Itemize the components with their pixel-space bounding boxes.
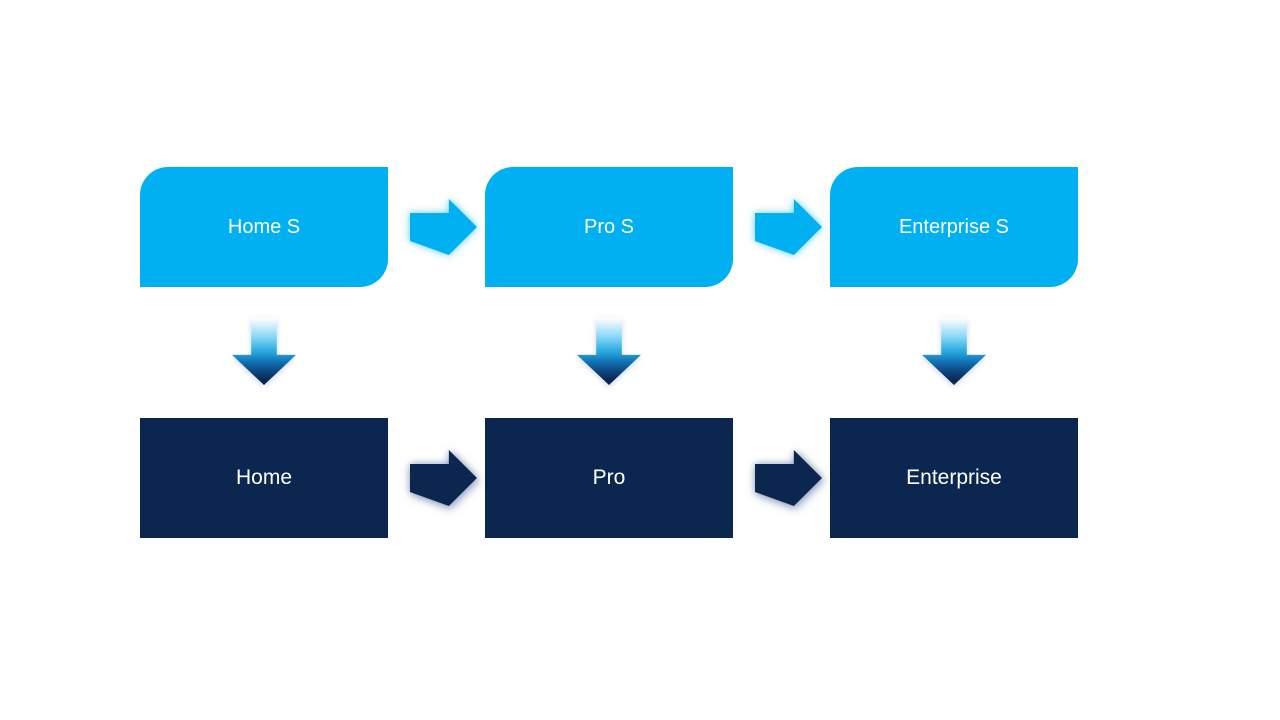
stage-label: Pro bbox=[592, 466, 626, 489]
stage-box-enterprise-s: Enterprise S bbox=[830, 167, 1078, 287]
right-arrow-shape bbox=[410, 199, 477, 255]
right-arrow-shape bbox=[755, 450, 822, 506]
down-arrow-shape bbox=[922, 318, 986, 385]
down-arrow-shape bbox=[577, 318, 641, 385]
right-arrow-icon bbox=[755, 199, 822, 255]
stage-label: Enterprise S bbox=[898, 215, 1010, 238]
right-arrow-shape bbox=[755, 199, 822, 255]
right-arrow-icon bbox=[755, 450, 822, 506]
stage-box-home-s: Home S bbox=[140, 167, 388, 287]
stage-box-pro-s: Pro S bbox=[485, 167, 733, 287]
right-arrow-icon bbox=[410, 199, 477, 255]
stage-label: Home S bbox=[227, 215, 301, 238]
stage-label: Pro S bbox=[583, 215, 635, 238]
stage-box-pro: Pro bbox=[485, 418, 733, 538]
down-arrow-icon bbox=[577, 318, 641, 385]
stage-box-enterprise: Enterprise bbox=[830, 418, 1078, 538]
stage-label: Home bbox=[235, 466, 293, 489]
down-arrow-icon bbox=[232, 318, 296, 385]
down-arrow-shape bbox=[232, 318, 296, 385]
down-arrow-icon bbox=[922, 318, 986, 385]
right-arrow-shape bbox=[410, 450, 477, 506]
right-arrow-icon bbox=[410, 450, 477, 506]
stage-label: Enterprise bbox=[906, 466, 1002, 489]
stage-box-home: Home bbox=[140, 418, 388, 538]
